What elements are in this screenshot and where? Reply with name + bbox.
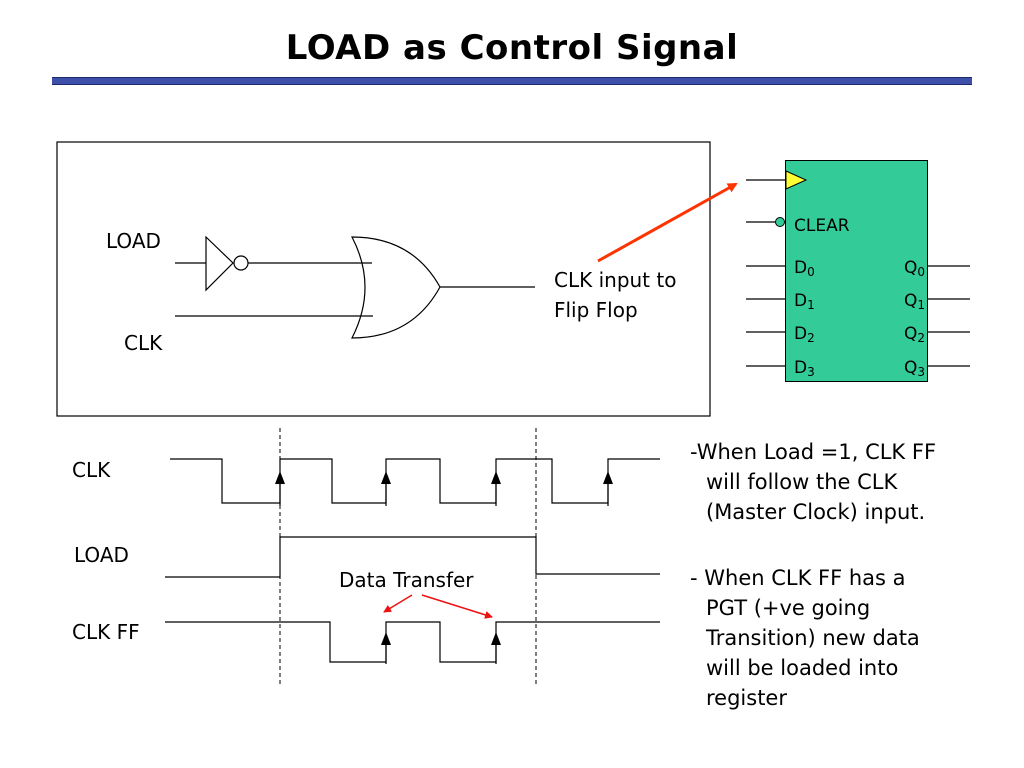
clk-ff-waveform [165, 621, 660, 663]
clear-bubble [775, 217, 785, 227]
q0-label: Q0 [904, 258, 926, 279]
clk-input-label: CLK [124, 331, 163, 355]
timing-clk-label: CLK [72, 458, 111, 482]
clock-input-triangle [785, 170, 808, 190]
clk-waveform [170, 458, 660, 504]
note-load-follow: -When Load =1, CLK FF will follow the CL… [690, 437, 936, 527]
timing-load-label: LOAD [74, 543, 129, 567]
note2-line1: - When CLK FF has a [690, 566, 906, 590]
note2-line2: PGT (+ve going [706, 596, 871, 620]
note2-line5: register [706, 686, 787, 710]
flip-flop-pins [746, 179, 970, 367]
timing-guides [279, 428, 537, 686]
q1-label: Q1 [904, 291, 926, 312]
d1-label: D1 [794, 291, 815, 312]
d2-label: D2 [794, 324, 815, 345]
output-label-line2: Flip Flop [554, 298, 638, 322]
note-pgt: - When CLK FF has a PGT (+ve going Trans… [690, 563, 920, 713]
d0-label: D0 [794, 258, 815, 279]
note2-line4: will be loaded into [706, 656, 899, 680]
circuit-enclosure [56, 141, 711, 417]
note1-line1: -When Load =1, CLK FF [690, 440, 937, 464]
output-label-line1: CLK input to [554, 268, 677, 292]
flip-flop-register [785, 160, 928, 382]
note1-line3: (Master Clock) input. [706, 500, 926, 524]
clk-edge-arrows [275, 471, 613, 506]
q2-label: Q2 [904, 324, 926, 345]
note1-line2: will follow the CLK [706, 470, 898, 494]
timing-clk-ff-label: CLK FF [72, 620, 140, 644]
clk-arrow [597, 182, 738, 263]
clk-ff-edge-arrows [381, 632, 501, 664]
data-transfer-arrows [383, 594, 493, 619]
page-title: LOAD as Control Signal [285, 28, 739, 68]
title-divider [52, 77, 972, 85]
not-gate [175, 235, 278, 292]
load-input-label: LOAD [106, 229, 161, 253]
or-gate [175, 236, 535, 339]
q3-label: Q3 [904, 358, 926, 379]
load-waveform [165, 536, 660, 578]
d3-label: D3 [794, 358, 815, 379]
note2-line3: Transition) new data [706, 626, 920, 650]
clear-label: CLEAR [794, 216, 850, 236]
data-transfer-label: Data Transfer [339, 568, 474, 592]
